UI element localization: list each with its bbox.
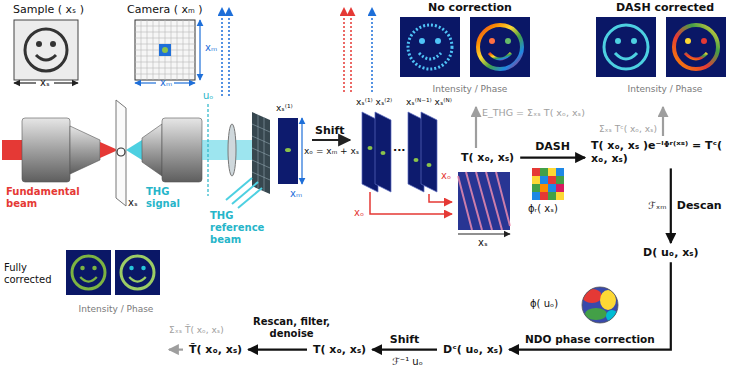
node-title: Camera ( xₘ ) bbox=[127, 3, 203, 16]
panel-title: Camera ( xₘ ) bbox=[124, 2, 206, 17]
transform-label: ℱ⁻¹ uₒ bbox=[392, 356, 423, 368]
flow-arrow bbox=[509, 262, 671, 349]
sample-picture bbox=[14, 20, 78, 83]
phase-label: ϕᵣ( xₛ) bbox=[528, 203, 558, 215]
equation-label: xₒ = xₘ + xₛ bbox=[304, 146, 359, 157]
frame-label: xₛ⁽ᴺ⁻¹⁾ xₛ⁽ᴺ⁾ bbox=[406, 97, 452, 108]
beam-label: THG signal bbox=[146, 186, 206, 210]
edge-label: E_THG = Σₓₛ T( xₒ, xₛ) bbox=[482, 107, 585, 118]
matrix-label: T̃( xₒ, xₛ) bbox=[186, 342, 245, 357]
node-caption: Intensity / Phase bbox=[66, 304, 166, 315]
frame-label: xₛ⁽¹⁾ xₛ⁽²⁾ bbox=[356, 97, 392, 108]
axis-label: xₒ bbox=[441, 170, 451, 182]
result-panel: No correctionIntensity / Phase bbox=[395, 0, 545, 104]
result-panel: Fully correctedIntensity / Phase bbox=[4, 236, 166, 356]
phase-mask bbox=[532, 168, 564, 200]
matrix-label: Dᶜ( uₒ, xₛ) bbox=[440, 342, 506, 357]
axis-label: xₛ bbox=[128, 197, 138, 209]
axis-label: xₘ bbox=[160, 77, 172, 89]
node-caption: Intensity / Phase bbox=[590, 84, 740, 95]
edge-label: Σₓₛ Tᶜ( xₒ, xₛ) bbox=[599, 124, 657, 135]
node-title: D( uₒ, xₛ) bbox=[643, 246, 699, 259]
step-label: Shift bbox=[315, 124, 345, 137]
flow-arrow bbox=[475, 107, 477, 148]
flow-arrow bbox=[248, 349, 307, 351]
flow-arrow bbox=[169, 349, 183, 351]
axis-label: xₘ bbox=[205, 42, 217, 54]
node-title: T̃( xₒ, xₛ) bbox=[189, 343, 242, 356]
transform-label: ℱₓₘ bbox=[648, 200, 667, 212]
node-caption: Intensity / Phase bbox=[395, 84, 545, 95]
edge-label: NDO phase correction bbox=[525, 333, 655, 346]
matrix-image bbox=[458, 172, 510, 234]
ndo-phase-map bbox=[580, 285, 620, 325]
beam-label: Fundamental beam bbox=[6, 186, 82, 210]
axis-label: uₒ bbox=[203, 90, 213, 102]
flow-arrow bbox=[670, 168, 672, 243]
axis-label: xₛ bbox=[40, 77, 50, 89]
ellipsis: ... bbox=[393, 141, 406, 154]
beam-marks bbox=[222, 8, 372, 96]
axis-label: xₘ bbox=[290, 188, 302, 200]
axis-label: xₒ bbox=[354, 207, 364, 219]
node-title: Dᶜ( uₒ, xₛ) bbox=[443, 343, 503, 356]
matrix-label: T( xₒ, xₛ) bbox=[458, 150, 517, 165]
edge-label: Descan bbox=[677, 199, 722, 212]
axis-label: xₛ bbox=[478, 237, 488, 249]
result-panel: DASH correctedIntensity / Phase bbox=[590, 0, 740, 104]
edge-label: Shift bbox=[390, 333, 420, 346]
flow-arrow bbox=[372, 349, 437, 351]
beam-label: THG reference beam bbox=[210, 210, 286, 246]
node-title: Fully corrected bbox=[4, 262, 64, 286]
flow-arrow bbox=[520, 157, 585, 159]
node-title: T( xₒ, xₛ )e⁻ⁱᶲʳ⁽ˣˢ⁾ = Tᶜ( xₒ, xₛ) bbox=[591, 139, 735, 165]
panel-title: Sample ( xₛ ) bbox=[10, 2, 87, 17]
matrix-label: T( xₒ, xₛ )e⁻ⁱᶲʳ⁽ˣˢ⁾ = Tᶜ( xₒ, xₛ) bbox=[588, 138, 738, 166]
edge-label: DASH bbox=[535, 140, 570, 153]
matrix-label: D( uₒ, xₛ) bbox=[640, 245, 702, 260]
node-title: Sample ( xₛ ) bbox=[13, 3, 84, 16]
edge-label: Rescan, filter, denoise bbox=[242, 316, 342, 340]
edge-label: Σₓₛ T̃( xₒ, xₛ) bbox=[169, 325, 224, 336]
node-title: DASH corrected bbox=[590, 1, 740, 14]
matrix-label: T( xₒ, xₛ) bbox=[310, 342, 369, 357]
frame-stack bbox=[362, 112, 452, 214]
node-title: No correction bbox=[395, 1, 545, 14]
frame-label: xₛ⁽¹⁾ bbox=[276, 103, 293, 114]
node-title: T( xₒ, xₛ) bbox=[461, 151, 514, 164]
flow-arrow bbox=[662, 107, 664, 136]
phase-label: ϕ( uₒ) bbox=[530, 298, 558, 310]
node-title: T( xₒ, xₛ) bbox=[313, 343, 366, 356]
camera-picture bbox=[135, 20, 200, 83]
